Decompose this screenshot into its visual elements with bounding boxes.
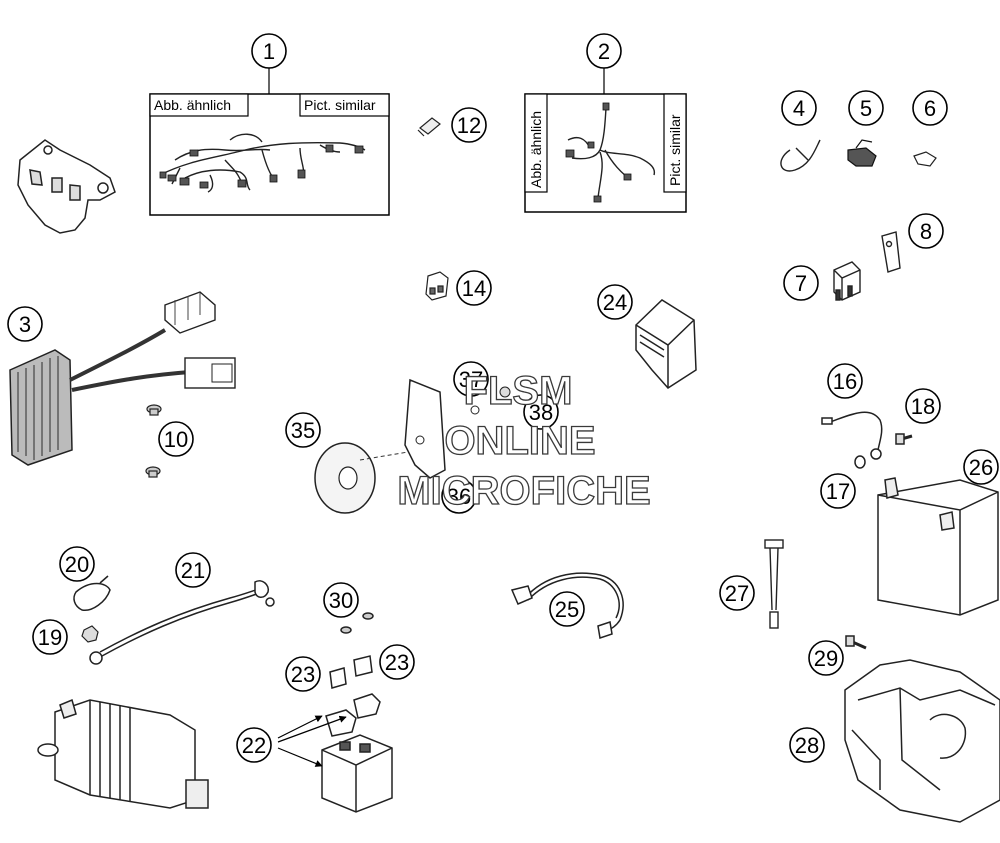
callout-21: 21 — [181, 558, 205, 583]
temp-sensor-drawing — [764, 539, 784, 629]
box1-label-right: Pict. similar — [304, 97, 376, 113]
control-unit-drawing — [635, 299, 697, 389]
callout-27: 27 — [725, 581, 749, 606]
callout-37: 37 — [459, 367, 483, 392]
battery-drawing — [877, 477, 999, 616]
callout-24: 24 — [603, 290, 627, 315]
cable-tie-drawing — [780, 139, 821, 172]
callout-20: 20 — [65, 552, 89, 577]
battery-holder-drawing — [844, 635, 1000, 823]
wiring-harness-drawing — [159, 133, 366, 193]
sub-harness-drawing — [567, 107, 656, 199]
callout-38: 38 — [529, 400, 553, 425]
voltage-regulator-drawing — [9, 291, 236, 466]
callout-30: 30 — [329, 588, 353, 613]
relay-drawing — [833, 261, 861, 301]
callout-10: 10 — [164, 427, 188, 452]
watermark-line-2: ONLINE — [444, 419, 595, 463]
callout-3: 3 — [19, 312, 31, 337]
starter-relay-drawing — [321, 612, 393, 813]
callout-7: 7 — [795, 271, 807, 296]
callout-2: 2 — [598, 39, 610, 64]
starter-motor-drawing — [37, 698, 209, 809]
callout-23a: 23 — [291, 662, 315, 687]
box2-label-left: Abb. ähnlich — [528, 111, 544, 188]
watermark: FLSM ONLINE MICROFICHE — [397, 368, 652, 513]
callout-4: 4 — [793, 96, 805, 121]
connector-drawing — [425, 271, 449, 301]
callout-29: 29 — [814, 646, 838, 671]
callout-26: 26 — [969, 455, 993, 480]
callout-16: 16 — [833, 369, 857, 394]
callout-18: 18 — [911, 394, 935, 419]
terminal-cap-drawing — [73, 575, 111, 611]
sub-harness-box: Abb. ähnlich Pict. similar — [524, 93, 687, 213]
callout-19: 19 — [38, 625, 62, 650]
callout-35: 35 — [291, 418, 315, 443]
plate-drawing — [881, 231, 901, 273]
callout-8: 8 — [920, 219, 932, 244]
callout-12: 12 — [457, 113, 481, 138]
callout-36: 36 — [447, 484, 471, 509]
ground-cable-drawing — [821, 411, 913, 469]
leader-lines — [268, 68, 605, 767]
horn-drawing — [314, 378, 511, 514]
callout-17: 17 — [826, 479, 850, 504]
bolt-drawing — [145, 404, 162, 478]
callout-6: 6 — [924, 96, 936, 121]
bulb-drawing — [417, 117, 441, 137]
box2-label-right: Pict. similar — [667, 114, 683, 186]
nut-drawing — [81, 625, 99, 643]
callout-14: 14 — [462, 276, 486, 301]
callout-22: 22 — [242, 733, 266, 758]
callouts — [7, 33, 999, 763]
callout-25: 25 — [555, 597, 579, 622]
callout-1: 1 — [263, 39, 275, 64]
clip-drawing — [847, 139, 877, 167]
watermark-line-3: MICROFICHE — [397, 469, 650, 513]
wiring-harness-box: Abb. ähnlich Pict. similar — [149, 93, 390, 216]
mounting-bracket-drawing — [17, 139, 116, 234]
callout-28: 28 — [795, 733, 819, 758]
watermark-line-1: FLSM — [464, 369, 573, 413]
callout-numbers: 1 2 3 4 5 6 7 8 10 12 14 16 17 18 19 20 … — [19, 39, 993, 758]
starter-cable-drawing — [89, 580, 275, 665]
grommet-drawing — [913, 151, 937, 167]
callout-5: 5 — [860, 96, 872, 121]
box1-label-left: Abb. ähnlich — [154, 97, 231, 113]
battery-cable-drawing — [510, 572, 624, 639]
callout-23b: 23 — [385, 650, 409, 675]
